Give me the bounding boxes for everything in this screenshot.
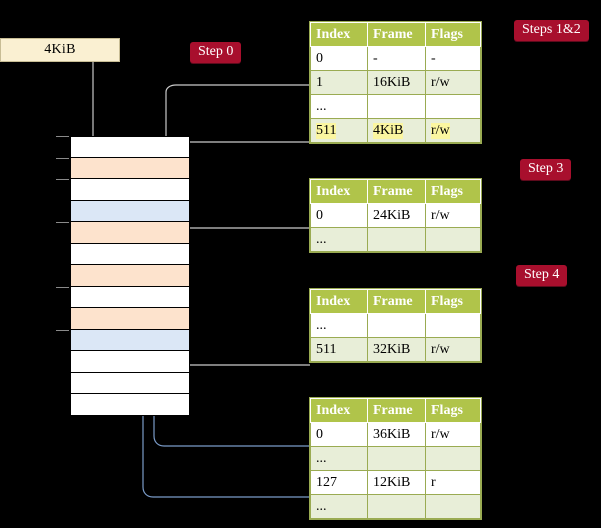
- memory-frame-row: [70, 179, 190, 201]
- memory-tick: [56, 222, 69, 223]
- step-label-step4: Step 4: [516, 265, 568, 286]
- memory-tick: [56, 287, 69, 288]
- memory-frame-row: [70, 243, 190, 265]
- table-row: 0--: [310, 46, 481, 71]
- cell-index: ...: [310, 494, 368, 519]
- table-row: ...: [310, 227, 481, 252]
- memory-frame-row: [70, 265, 190, 287]
- cell-frame: 24KiB: [367, 203, 426, 228]
- cell-frame: 4KiB: [367, 118, 426, 143]
- cell-index: 1: [310, 70, 368, 95]
- table-row: ...: [310, 94, 481, 119]
- cell-frame: [367, 313, 426, 338]
- memory-frame-row: [70, 157, 190, 179]
- memory-frame-row: [70, 351, 190, 373]
- cell-frame: 16KiB: [367, 70, 426, 95]
- table-row: ...: [310, 313, 481, 338]
- column-header-index: Index: [310, 289, 368, 314]
- column-header-frame: Frame: [367, 398, 426, 423]
- virtual-address-label: 4KiB: [44, 42, 76, 57]
- cell-index: ...: [310, 446, 368, 471]
- step-label-steps12: Steps 1&2: [514, 20, 589, 41]
- step-label-step0: Step 0: [190, 42, 242, 63]
- cell-flags: [425, 446, 481, 471]
- step-label-step3: Step 3: [520, 159, 572, 180]
- cell-frame: 36KiB: [367, 422, 426, 447]
- column-header-index: Index: [310, 179, 368, 204]
- column-header-frame: Frame: [367, 179, 426, 204]
- cell-index: ...: [310, 313, 368, 338]
- cell-flags: r: [425, 470, 481, 495]
- memory-tick: [56, 179, 69, 180]
- cell-flags: [425, 94, 481, 119]
- cell-index: ...: [310, 227, 368, 252]
- cell-flags: [425, 494, 481, 519]
- table-row: ...: [310, 494, 481, 519]
- cell-frame: [367, 227, 426, 252]
- column-header-flags: Flags: [425, 289, 481, 314]
- cell-index: 511: [310, 337, 368, 362]
- memory-frame-row: [70, 308, 190, 330]
- column-header-index: Index: [310, 398, 368, 423]
- cell-frame: 12KiB: [367, 470, 426, 495]
- cell-flags: [425, 227, 481, 252]
- cell-index: 127: [310, 470, 368, 495]
- cell-index: 0: [310, 203, 368, 228]
- memory-tick: [56, 330, 69, 331]
- column-header-flags: Flags: [425, 22, 481, 47]
- memory-frame-row: [70, 222, 190, 244]
- cell-frame: [367, 494, 426, 519]
- cell-frame: [367, 446, 426, 471]
- column-header-flags: Flags: [425, 179, 481, 204]
- cell-flags: r/w: [425, 70, 481, 95]
- memory-frame-row: [70, 394, 190, 416]
- column-header-frame: Frame: [367, 289, 426, 314]
- cell-flags: r/w: [425, 203, 481, 228]
- memory-frame-row: [70, 372, 190, 394]
- cell-index: 0: [310, 46, 368, 71]
- column-header-flags: Flags: [425, 398, 481, 423]
- cell-flags: r/w: [425, 422, 481, 447]
- cell-frame: [367, 94, 426, 119]
- memory-frame-row: [70, 136, 190, 158]
- memory-frame-row: [70, 200, 190, 222]
- cell-flags: -: [425, 46, 481, 71]
- memory-tick: [56, 158, 69, 159]
- cell-index: 0: [310, 422, 368, 447]
- cell-index: 511: [310, 118, 368, 143]
- virtual-address-box: 4KiB: [0, 38, 120, 62]
- table-row: ...: [310, 446, 481, 471]
- cell-index: ...: [310, 94, 368, 119]
- memory-frame-row: [70, 286, 190, 308]
- physical-memory-column: [70, 136, 190, 416]
- cell-flags: [425, 313, 481, 338]
- column-header-frame: Frame: [367, 22, 426, 47]
- cell-flags: r/w: [425, 337, 481, 362]
- memory-tick: [56, 136, 69, 137]
- cell-frame: 32KiB: [367, 337, 426, 362]
- cell-frame: -: [367, 46, 426, 71]
- column-header-index: Index: [310, 22, 368, 47]
- cell-flags: r/w: [425, 118, 481, 143]
- memory-frame-row: [70, 329, 190, 351]
